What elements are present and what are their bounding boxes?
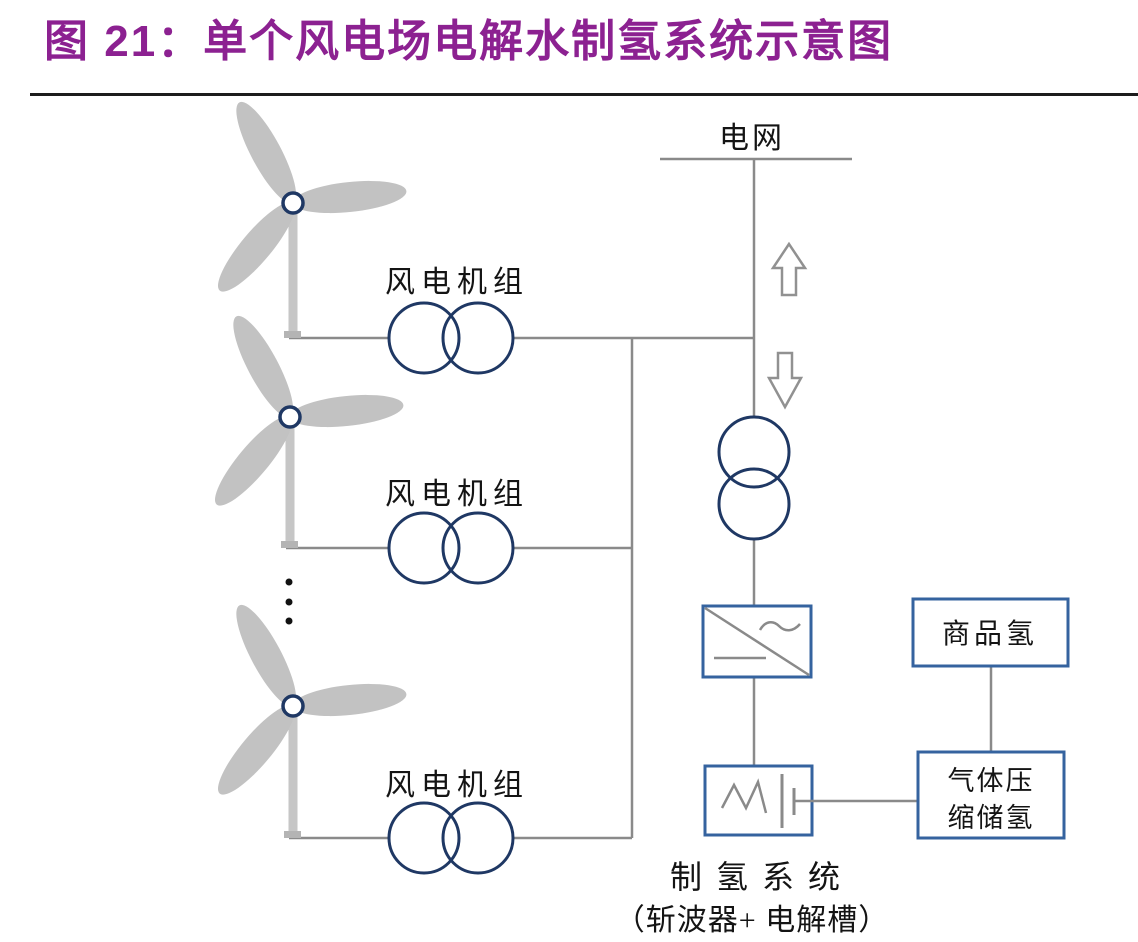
wiring-lines bbox=[286, 157, 993, 840]
main-transformer-icon bbox=[717, 415, 791, 541]
gas-compression-storage-label-line2: 缩储氢 bbox=[948, 803, 1035, 833]
turbine-base-3 bbox=[284, 831, 301, 838]
commodity-hydrogen-label: 商品氢 bbox=[942, 618, 1038, 650]
grid-label: 电网 bbox=[719, 122, 785, 155]
wind-turbine-icon-2 bbox=[203, 307, 407, 549]
hydrogen-system-label-line1: 制氢系统 bbox=[670, 859, 854, 895]
turbine-base-1 bbox=[284, 331, 301, 338]
wind-turbine-icon-3 bbox=[206, 596, 410, 838]
converter-ac-tilde bbox=[758, 621, 801, 632]
figure-title: 图 21：单个风电场电解水制氢系统示意图 bbox=[44, 17, 894, 66]
hydrogen-system-label-line2: （斩波器+ 电解槽） bbox=[615, 904, 889, 937]
hollow-down-arrow-icon bbox=[766, 351, 804, 410]
two-circle-transformer-icon-2 bbox=[387, 511, 515, 585]
turbine-unit-label-2: 风电机组 bbox=[385, 478, 529, 511]
title-divider-rule bbox=[30, 93, 1138, 96]
turbine-unit-label-3: 风电机组 bbox=[385, 769, 529, 802]
converter-diagonal bbox=[704, 606, 810, 677]
turbine-base-2 bbox=[281, 541, 298, 548]
gas-compression-storage-box: 气体压 缩储氢 bbox=[916, 750, 1066, 840]
ac-dc-converter-icon bbox=[701, 604, 813, 679]
two-circle-transformer-icon-1 bbox=[387, 301, 515, 375]
chopper-zigzag bbox=[720, 778, 768, 814]
two-circle-transformer-icon-3 bbox=[387, 801, 515, 875]
turbine-unit-label-1: 风电机组 bbox=[385, 266, 529, 299]
more-turbines-ellipsis-dots bbox=[285, 578, 293, 625]
commodity-hydrogen-box: 商品氢 bbox=[911, 597, 1070, 668]
gas-compression-storage-label-line1: 气体压 bbox=[948, 766, 1035, 796]
hollow-up-arrow-icon bbox=[770, 241, 808, 297]
wind-turbine-icon-1 bbox=[206, 93, 410, 335]
